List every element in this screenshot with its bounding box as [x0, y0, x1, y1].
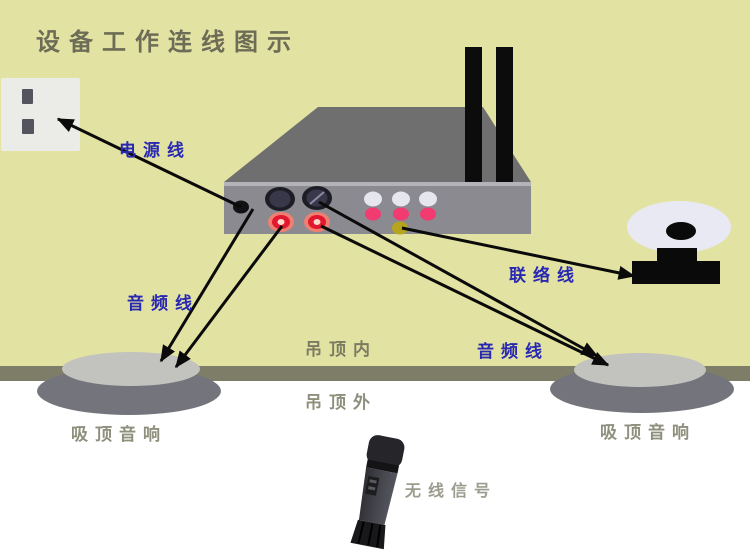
antenna-right [496, 47, 513, 213]
audio-cable-right-arrow-2 [320, 224, 610, 367]
wireless-receiver [224, 47, 531, 235]
audio-cable-left-arrow-2 [174, 225, 284, 369]
link-cable-arrow [401, 226, 636, 280]
link-jack [392, 221, 408, 235]
audio-cable-left-arrow-1 [159, 208, 255, 363]
audio-cable-right-arrow-1 [318, 200, 599, 358]
power-cable-arrow [56, 117, 242, 209]
knob-left [265, 187, 295, 211]
antenna-left [465, 47, 482, 213]
receiver-front-highlight [224, 182, 531, 186]
indicator-leds [364, 191, 437, 221]
power-outlet [1, 78, 80, 151]
monitor-speaker [627, 201, 731, 284]
connection-arrows [56, 117, 636, 369]
audio-jack-left [268, 212, 294, 232]
diagram-title: 设备工作连线图示 [36, 29, 300, 56]
receiver-top-face [224, 107, 531, 182]
wireless-microphone [350, 435, 405, 550]
